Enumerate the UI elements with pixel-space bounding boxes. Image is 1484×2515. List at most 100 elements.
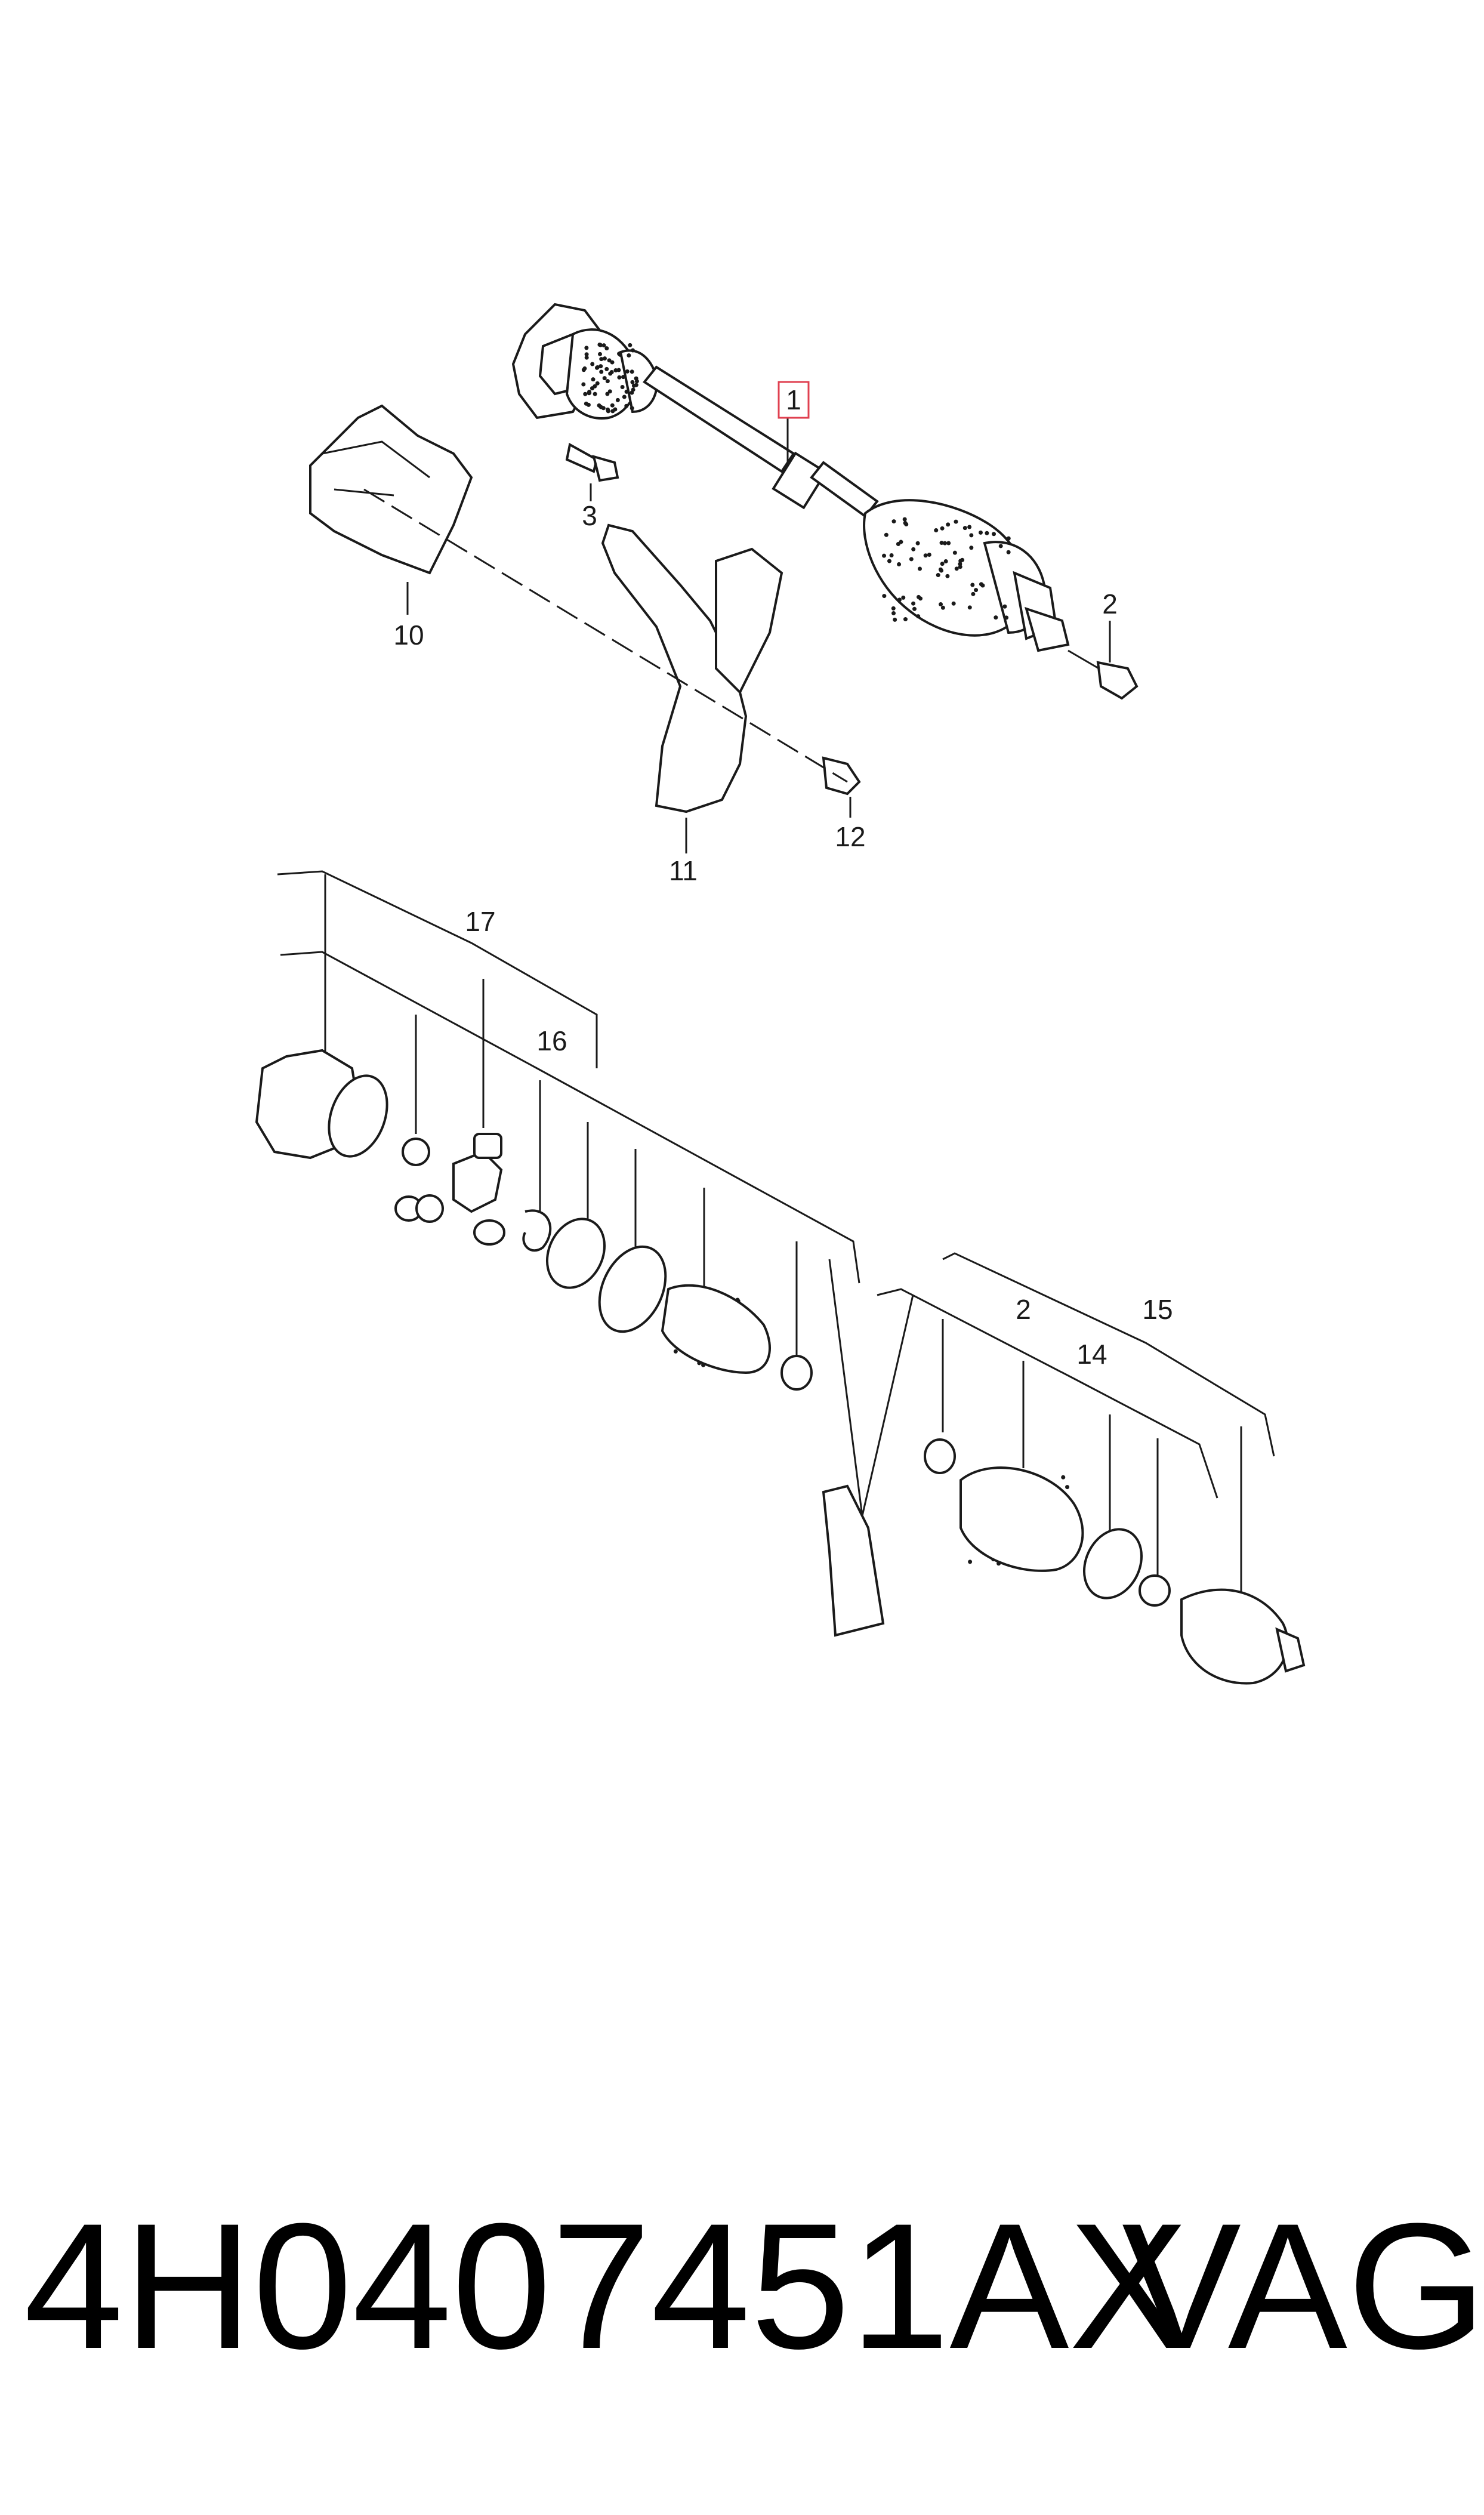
texture-dot	[593, 392, 597, 396]
texture-dot	[584, 355, 589, 360]
texture-dot	[899, 540, 903, 544]
texture-dot	[599, 357, 604, 362]
texture-dot	[882, 553, 887, 558]
texture-dot	[673, 1349, 678, 1354]
texture-dot	[581, 368, 586, 372]
texture-dot	[985, 531, 989, 535]
texture-dot	[962, 526, 967, 531]
callout-2-lower: 2	[1016, 1294, 1031, 1325]
texture-dot	[630, 369, 634, 374]
texture-dot	[938, 567, 943, 572]
shaft	[643, 365, 879, 518]
texture-dot	[630, 406, 634, 411]
texture-dot	[634, 376, 638, 381]
texture-dot	[628, 343, 633, 347]
callout-16: 16	[536, 1025, 567, 1056]
texture-dot	[934, 528, 939, 533]
texture-dot	[620, 385, 625, 390]
texture-dot	[897, 597, 902, 602]
texture-dot	[915, 541, 920, 545]
outer-boot	[863, 499, 1058, 640]
callout-3: 3	[582, 500, 597, 531]
texture-dot	[974, 588, 979, 593]
callout-12: 12	[835, 821, 865, 852]
texture-dot	[911, 601, 916, 606]
texture-dot	[954, 566, 959, 571]
texture-dot	[994, 615, 998, 620]
callout-2: 2	[1102, 588, 1118, 619]
texture-dot	[598, 364, 603, 369]
texture-dot	[946, 522, 951, 527]
drive-shaft-assembly	[511, 303, 1070, 652]
texture-dot	[958, 565, 962, 569]
texture-dot	[979, 582, 983, 587]
texture-dot	[887, 559, 891, 563]
texture-dot	[936, 573, 940, 578]
footer: 4H0407451AX VAG	[24, 2160, 1484, 2411]
exploded-parts	[255, 1049, 1306, 1685]
texture-dot	[584, 346, 589, 350]
texture-dot	[607, 389, 612, 394]
callout-15: 15	[1142, 1294, 1173, 1325]
texture-dot	[1004, 615, 1009, 620]
texture-dot	[940, 605, 945, 610]
texture-dot	[911, 547, 916, 551]
texture-dot	[634, 383, 638, 387]
texture-dot	[978, 530, 983, 535]
texture-dot	[903, 520, 908, 525]
texture-dot	[602, 356, 607, 361]
texture-dot	[605, 379, 610, 384]
texture-dot	[587, 390, 592, 394]
texture-dot	[946, 541, 951, 545]
texture-dot	[992, 532, 996, 537]
texture-dot	[597, 352, 602, 356]
callout-17: 17	[465, 906, 495, 937]
texture-dot	[608, 371, 613, 376]
texture-dot	[1065, 1485, 1070, 1490]
brand-label: VAG	[1122, 2186, 1484, 2386]
callout-1-highlight	[778, 381, 810, 419]
texture-dot	[952, 550, 957, 555]
texture-dot	[918, 566, 923, 571]
texture-dot	[605, 392, 610, 396]
texture-dot	[939, 602, 943, 607]
boot-texture	[581, 342, 1070, 1566]
texture-dot	[1002, 604, 1007, 609]
callout-11: 11	[669, 855, 698, 886]
texture-dot	[943, 559, 948, 563]
texture-dot	[607, 358, 612, 363]
texture-dot	[1006, 550, 1011, 554]
texture-dot	[616, 368, 621, 372]
texture-dot	[583, 392, 588, 396]
texture-dot	[613, 407, 618, 412]
texture-dot	[610, 403, 615, 408]
texture-dot	[891, 606, 896, 611]
texture-dot	[909, 557, 914, 562]
texture-dot	[617, 375, 622, 380]
texture-dot	[621, 375, 626, 380]
texture-dot	[960, 557, 965, 562]
texture-dot	[897, 562, 902, 567]
texture-dot	[601, 343, 606, 348]
texture-dot	[1006, 536, 1011, 541]
texture-dot	[601, 406, 606, 411]
texture-dot	[967, 525, 972, 529]
bolt-2	[1068, 649, 1139, 700]
texture-dot	[595, 365, 600, 370]
texture-dot	[593, 384, 597, 389]
texture-dot	[602, 376, 607, 381]
texture-dot	[604, 366, 609, 371]
texture-dot	[595, 381, 600, 386]
texture-dot	[891, 611, 896, 615]
group-brackets-left	[277, 870, 863, 1517]
texture-dot	[945, 574, 950, 578]
texture-dot	[598, 343, 603, 347]
texture-dot	[622, 394, 627, 399]
texture-dot	[606, 409, 610, 414]
texture-dot	[584, 352, 589, 357]
texture-dot	[998, 544, 1003, 548]
part-number: 4H0407451AX	[24, 2186, 1189, 2386]
texture-dot	[630, 380, 635, 384]
texture-dot	[971, 591, 976, 596]
